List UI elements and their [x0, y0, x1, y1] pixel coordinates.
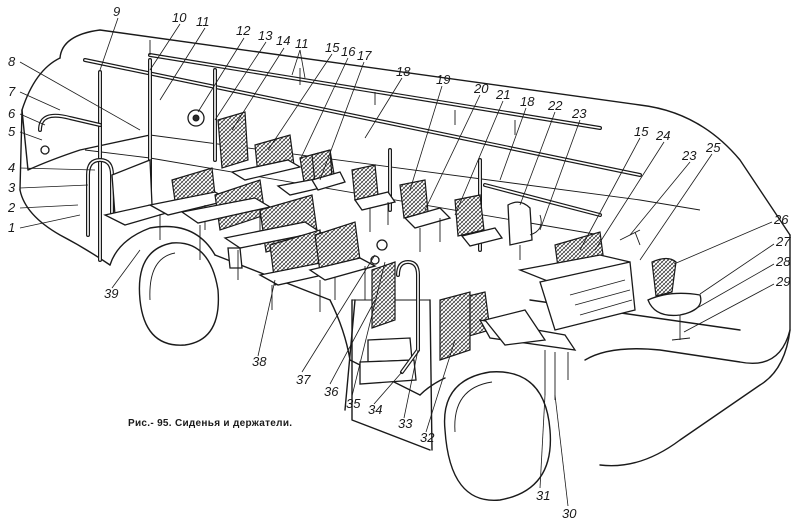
seat-r1 [311, 149, 346, 191]
seat-r3 [399, 179, 452, 252]
callout-11b: 11 [295, 36, 309, 51]
front-wheel [443, 371, 552, 501]
seat-r4 [454, 194, 504, 247]
callout-7: 7 [8, 84, 16, 99]
callout-36: 36 [324, 384, 339, 399]
callout-23: 23 [571, 106, 587, 121]
fittings [40, 109, 641, 265]
callout-23b: 23 [681, 148, 697, 163]
callout-3: 3 [8, 180, 16, 195]
rear-partition [371, 261, 396, 329]
leader-lines [19, 17, 775, 507]
callout-5: 5 [8, 124, 16, 139]
callout-labels: 1 2 3 4 5 6 7 8 9 10 11 11 12 13 14 15 1… [7, 4, 791, 521]
callout-34: 34 [368, 402, 382, 417]
callout-33: 33 [398, 416, 413, 431]
callout-39: 39 [104, 286, 118, 301]
callout-35: 35 [346, 396, 361, 411]
callout-6: 6 [8, 106, 16, 121]
callout-14: 14 [276, 33, 290, 48]
seat-r2 [351, 164, 397, 232]
conductor-seat [507, 201, 542, 260]
callout-10: 10 [172, 10, 187, 25]
callout-11: 11 [196, 14, 210, 29]
callout-15: 15 [325, 40, 340, 55]
callout-13: 13 [258, 28, 273, 43]
callout-30: 30 [562, 506, 577, 521]
rear-wheel [138, 242, 220, 346]
seat-front-bench [517, 231, 636, 331]
callout-2: 2 [7, 200, 16, 215]
callout-16: 16 [341, 44, 356, 59]
callout-19: 19 [436, 72, 450, 87]
callout-17: 17 [357, 48, 372, 63]
figure-caption: Рис.- 95. Сиденья и держатели. [128, 418, 292, 429]
callout-27: 27 [775, 234, 791, 249]
callout-26: 26 [773, 212, 789, 227]
callout-31: 31 [536, 488, 550, 503]
driver-seat [647, 257, 702, 341]
callout-20: 20 [473, 81, 489, 96]
callout-22: 22 [547, 98, 563, 113]
callout-9: 9 [113, 4, 120, 19]
callout-38: 38 [252, 354, 267, 369]
callout-32: 32 [420, 430, 435, 445]
callout-12: 12 [236, 23, 251, 38]
callout-24: 24 [655, 128, 670, 143]
callout-4: 4 [8, 160, 15, 175]
callout-25: 25 [705, 140, 721, 155]
callout-18b: 18 [520, 94, 535, 109]
door-partition [439, 291, 471, 361]
callout-37: 37 [296, 372, 311, 387]
wheels [138, 242, 552, 501]
callout-29: 29 [775, 274, 790, 289]
callout-18: 18 [396, 64, 411, 79]
overhead-handrails [38, 40, 642, 374]
seat-5 [308, 221, 377, 312]
seats-right-row [217, 111, 702, 400]
callout-8: 8 [8, 54, 16, 69]
callout-21: 21 [495, 87, 510, 102]
callout-28: 28 [775, 254, 791, 269]
callout-1: 1 [8, 220, 15, 235]
back-partition [217, 111, 249, 169]
callout-15b: 15 [634, 124, 649, 139]
